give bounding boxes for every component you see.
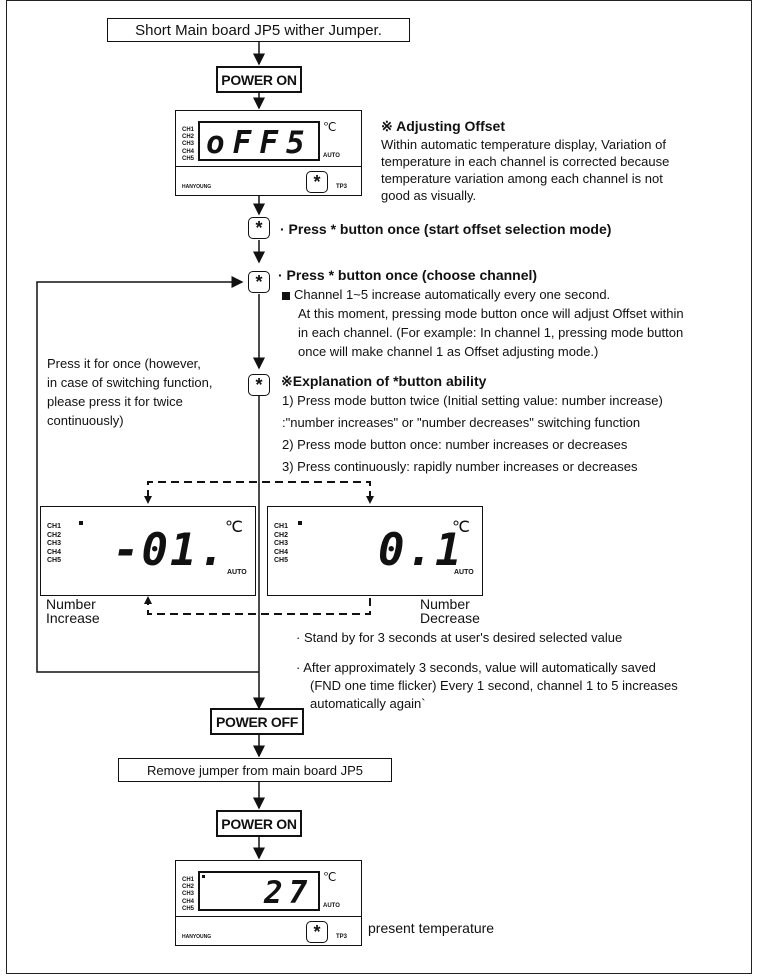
explanation-line: 1) Press mode button twice (Initial sett… (282, 393, 663, 408)
adjusting-offset-title: ※ Adjusting Offset (381, 118, 505, 134)
star-button-start[interactable]: * (248, 217, 270, 239)
short-jumper-step: Short Main board JP5 wither Jumper. (107, 18, 410, 42)
adjusting-offset-line: temperature variation among each channel… (381, 171, 663, 186)
bullet-square-icon (282, 291, 290, 300)
explanation-line: 3) Press continuously: rapidly number in… (282, 459, 638, 474)
explanation-line: :"number increases" or "number decreases… (282, 415, 641, 430)
unit-label: ℃ (452, 519, 470, 536)
lcd-window: oFF5 (198, 121, 320, 161)
dashed-bottom (147, 598, 371, 615)
step-label: POWER ON (221, 71, 297, 88)
power-on-step: POWER ON (216, 66, 302, 93)
power-on-step-2: POWER ON (216, 810, 302, 837)
auto-label: AUTO (227, 569, 247, 576)
star-button-explain[interactable]: * (248, 374, 270, 396)
remove-jumper-step: Remove jumper from main board JP5 (118, 758, 392, 782)
step-label: Remove jumper from main board JP5 (146, 762, 364, 778)
auto-label: AUTO (323, 153, 340, 159)
diagram-frame (6, 0, 752, 974)
auto-label: AUTO (323, 903, 340, 909)
increase-label: Number Increase (46, 596, 100, 626)
dashed-top (147, 481, 371, 498)
power-off-step: POWER OFF (210, 708, 304, 735)
press-choose-line: in each channel. (For example: In channe… (298, 325, 684, 340)
unit-label: ℃ (323, 120, 337, 134)
press-start-label: · Press * button once (start offset sele… (280, 221, 612, 237)
brand-logo: HANYOUNG (182, 184, 212, 190)
loop-back-line (36, 276, 259, 673)
adjusting-offset-line: Within automatic temperature display, Va… (381, 137, 666, 152)
after-save-line: · After approximately 3 seconds, value w… (296, 660, 656, 675)
after-save-line: automatically again` (310, 696, 426, 711)
mode-star-button[interactable]: * (306, 171, 328, 193)
star-button-choose[interactable]: * (248, 271, 270, 293)
unit-label: ℃ (323, 870, 337, 884)
explanation-line: 2) Press mode button once: number increa… (282, 437, 628, 452)
brand-logo: HANYOUNG (182, 934, 212, 940)
explanation-title: ※Explanation of *button ability (281, 373, 487, 389)
lcd-reading: 27 (264, 875, 314, 911)
model-label: TP3 (336, 184, 348, 190)
after-save-line: (FND one time flicker) Every 1 second, c… (310, 678, 678, 693)
auto-label: AUTO (454, 569, 474, 576)
press-choose-title: · Press * button once (choose channel) (278, 267, 538, 283)
press-choose-line: once will make channel 1 as Offset adjus… (298, 344, 599, 359)
lcd-reading: -01. (113, 525, 227, 576)
press-choose-line: At this moment, pressing mode button onc… (298, 306, 684, 321)
present-temperature-caption: present temperature (368, 920, 495, 936)
lcd-reading: 0.1 (378, 525, 464, 576)
lcd-reading: oFF5 (206, 125, 313, 161)
step-label: POWER OFF (215, 713, 299, 730)
standby-note: · Stand by for 3 seconds at user's desir… (296, 630, 623, 645)
loop-note: Press it for once (however, in case of s… (47, 356, 213, 428)
adjusting-offset-line: good as visually. (381, 188, 477, 203)
mode-star-button[interactable]: * (306, 921, 328, 943)
lcd-window: 27 (198, 871, 320, 911)
press-choose-line: Channel 1~5 increase automatically every… (282, 286, 610, 304)
decrease-label: Number Decrease (420, 596, 480, 626)
step-label: Short Main board JP5 wither Jumper. (135, 21, 382, 39)
unit-label: ℃ (225, 519, 243, 536)
step-label: POWER ON (221, 815, 297, 832)
adjusting-offset-line: temperature in each channel is corrected… (381, 154, 670, 169)
model-label: TP3 (336, 934, 348, 940)
